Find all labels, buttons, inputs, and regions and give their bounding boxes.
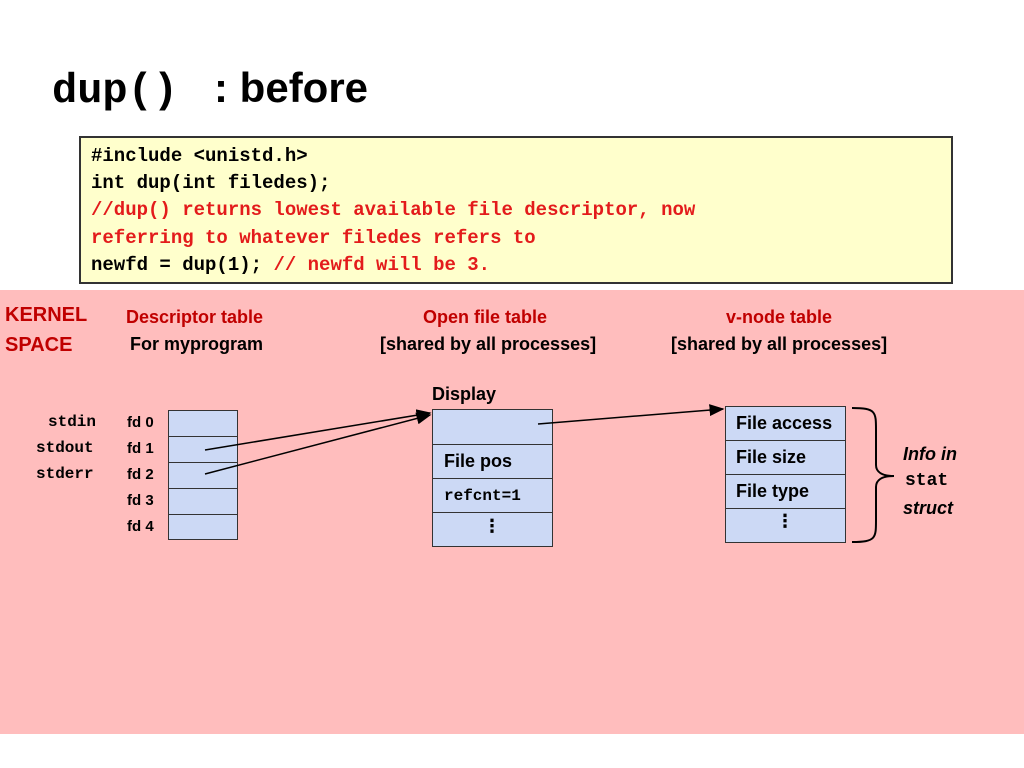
fd-cell-3 [168, 488, 238, 515]
fd-label-0: fd 0 [127, 414, 154, 431]
info-line-1: Info in [903, 444, 957, 464]
vnode-table-title: v-node table [726, 307, 833, 327]
open-file-ellipsis: ⋮ [483, 516, 501, 536]
fd-cell-1 [168, 436, 238, 463]
open-file-table-subtitle: [shared by all processes] [380, 334, 597, 354]
title-function: dup() [52, 67, 179, 115]
arrow-open-file-to-vnode [537, 404, 725, 425]
file-type-text: File type [736, 481, 810, 501]
fd-label-2: fd 2 [127, 466, 154, 483]
code-box: #include <unistd.h> int dup(int filedes)… [79, 136, 953, 284]
open-file-top-cell [432, 409, 553, 445]
file-pos-text: File pos [444, 451, 513, 471]
code-line-comment-1: //dup() returns lowest available file de… [91, 199, 696, 222]
fd-cell-2 [168, 462, 238, 489]
code-line-call: newfd = dup(1); // newfd will be 3. [91, 252, 941, 279]
slide-title: dup() : before [52, 64, 368, 124]
fd-label-4: fd 4 [127, 518, 154, 535]
vnode-table-subtitle: [shared by all processes] [671, 334, 888, 354]
brace-shape [851, 407, 895, 543]
code-line-comment-2: referring to whatever filedes refers to [91, 226, 536, 249]
refcnt-text: refcnt=1 [444, 487, 521, 505]
arrow-fd1-to-open-file [204, 409, 432, 451]
open-file-entry-label: Display [432, 384, 497, 404]
descriptor-table-subtitle: For myprogram [130, 334, 264, 354]
info-line-2: stat [905, 471, 949, 491]
stdin-label: stdin [48, 413, 97, 431]
fd-cell-0 [168, 410, 238, 437]
descriptor-table-title: Descriptor table [126, 307, 264, 327]
fd-label-1: fd 1 [127, 440, 154, 457]
code-line-signature: int dup(int filedes); [91, 172, 331, 195]
code-line-include: #include <unistd.h> [91, 145, 308, 167]
arrow-fd2-to-open-file [204, 412, 432, 475]
title-text: : before [214, 64, 369, 111]
file-size-text: File size [736, 447, 807, 467]
file-access-text: File access [736, 413, 833, 433]
fd-cell-4 [168, 514, 238, 540]
kernel-label-line2: SPACE [5, 334, 73, 356]
stderr-label: stderr [36, 465, 94, 483]
open-file-more-cell: ⋮ [432, 512, 553, 547]
kernel-space-label: KERNEL SPACE [5, 300, 87, 360]
code-call: newfd = dup(1); [91, 253, 274, 276]
fd-label-3: fd 3 [127, 492, 154, 509]
vnode-ellipsis: ⋮ [776, 511, 794, 531]
kernel-label-line1: KERNEL [5, 304, 88, 326]
info-line-3: struct [903, 498, 954, 518]
stdout-label: stdout [36, 439, 94, 457]
code-call-comment: // newfd will be 3. [273, 253, 491, 276]
vnode-more-cell: ⋮ [725, 508, 846, 543]
open-file-table-title: Open file table [423, 307, 548, 327]
